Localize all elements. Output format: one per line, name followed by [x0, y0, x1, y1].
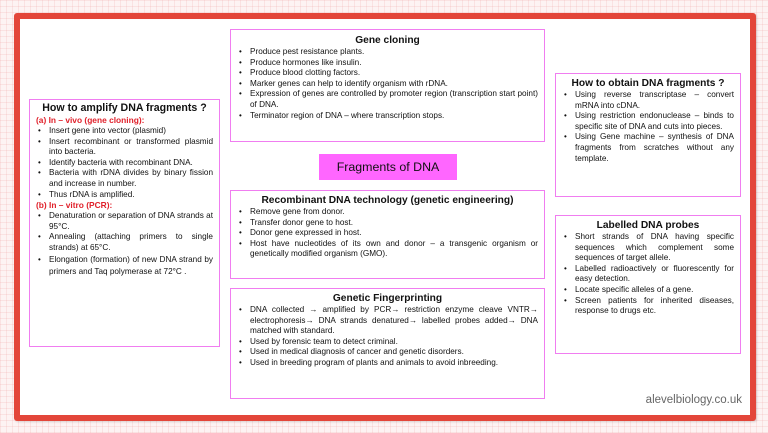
recombinant-heading: Recombinant DNA technology (genetic engi… — [261, 195, 514, 206]
list-item: Transfer donor gene to host. — [237, 218, 538, 229]
list-item: Used in breeding program of plants and a… — [237, 358, 538, 369]
gene-cloning-heading: Gene cloning — [355, 35, 420, 46]
obtain-heading: How to obtain DNA fragments ? — [571, 78, 725, 89]
list-item: Annealing (attaching primers to single s… — [36, 232, 213, 253]
list-item: Terminator region of DNA – where transcr… — [237, 111, 538, 122]
list-item: Using reverse transcriptase – convert mR… — [562, 90, 734, 111]
obtain-list: Using reverse transcriptase – convert mR… — [562, 90, 734, 164]
list-item: DNA collected → amplified by PCR→ restri… — [237, 305, 538, 337]
fingerprinting-heading: Genetic Fingerprinting — [332, 293, 443, 304]
in-vitro-list: Denaturation or separation of DNA strand… — [36, 211, 213, 277]
recombinant-list: Remove gene from donor. Transfer donor g… — [237, 207, 538, 260]
list-item: Used in medical diagnosis of cancer and … — [237, 347, 538, 358]
list-item: Produce blood clotting factors. — [237, 68, 538, 79]
gene-cloning-list: Produce pest resistance plants. Produce … — [237, 47, 538, 121]
gene-cloning-box: Gene cloning Produce pest resistance pla… — [230, 29, 545, 142]
labelled-probes-box: Labelled DNA probes Short strands of DNA… — [555, 215, 741, 354]
list-item: Identify bacteria with recombinant DNA. — [36, 158, 213, 169]
list-item: Denaturation or separation of DNA strand… — [36, 211, 213, 232]
list-item: Short strands of DNA having specific seq… — [562, 232, 734, 264]
list-item: Screen patients for inherited diseases, … — [562, 296, 734, 317]
list-item: Remove gene from donor. — [237, 207, 538, 218]
list-item: Produce hormones like insulin. — [237, 58, 538, 69]
list-item: Labelled radioactively or fluorescently … — [562, 264, 734, 285]
list-item: Donor gene expressed in host. — [237, 228, 538, 239]
list-item: Elongation (formation) of new DNA strand… — [36, 254, 213, 278]
list-item: Expression of genes are controlled by pr… — [237, 89, 538, 110]
probes-heading: Labelled DNA probes — [596, 220, 700, 231]
recombinant-dna-box: Recombinant DNA technology (genetic engi… — [230, 190, 545, 279]
in-vivo-list: Insert gene into vector (plasmid) Insert… — [36, 126, 213, 200]
amplify-heading: How to amplify DNA fragments ? — [42, 102, 207, 114]
list-item: Marker genes can help to identify organi… — [237, 79, 538, 90]
list-item: Used by forensic team to detect criminal… — [237, 337, 538, 348]
list-item: Insert gene into vector (plasmid) — [36, 126, 213, 137]
obtain-dna-box: How to obtain DNA fragments ? Using reve… — [555, 73, 741, 197]
list-item: Using restriction endonuclease – binds t… — [562, 111, 734, 132]
list-item: Produce pest resistance plants. — [237, 47, 538, 58]
genetic-fingerprinting-box: Genetic Fingerprinting DNA collected → a… — [230, 288, 545, 399]
list-item: Bacteria with rDNA divides by binary fis… — [36, 168, 213, 189]
site-watermark: alevelbiology.co.uk — [645, 394, 742, 406]
main-title: Fragments of DNA — [319, 154, 457, 180]
list-item: Host have nucleotides of its own and don… — [237, 239, 538, 260]
list-item: Locate specific alleles of a gene. — [562, 285, 734, 296]
list-item: Using Gene machine – synthesis of DNA fr… — [562, 132, 734, 164]
list-item: Thus rDNA is amplified. — [36, 190, 213, 201]
in-vivo-label: (a) In – vivo (gene cloning): — [36, 115, 145, 125]
in-vitro-label: (b) In – vitro (PCR): — [36, 200, 113, 211]
amplify-dna-box: How to amplify DNA fragments ? (a) In – … — [29, 99, 220, 347]
fingerprinting-list: DNA collected → amplified by PCR→ restri… — [237, 305, 538, 369]
list-item: Insert recombinant or transformed plasmi… — [36, 137, 213, 158]
probes-list: Short strands of DNA having specific seq… — [562, 232, 734, 317]
